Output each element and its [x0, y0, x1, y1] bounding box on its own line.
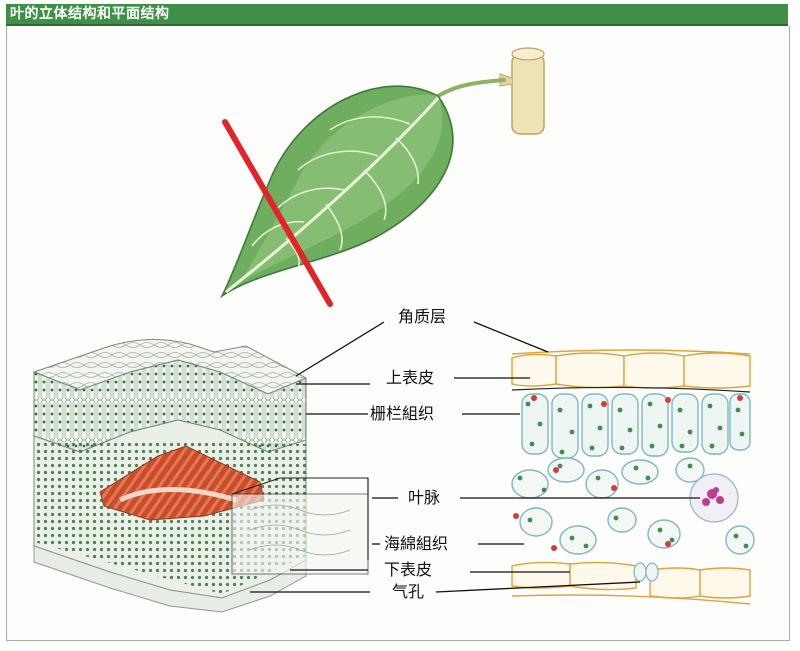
upper-epidermis-cells: [511, 352, 751, 389]
label-palisade: 栅栏組织: [370, 404, 435, 423]
lower-epidermis-cells: [511, 561, 751, 599]
cut-line: [222, 119, 333, 307]
lower-epidermis-block: [33, 545, 307, 613]
palisade-cells: [521, 393, 751, 459]
cuticle-line: [511, 349, 751, 355]
label-spongy: 海綿組织: [384, 534, 449, 553]
label-stoma: 气孔: [392, 582, 425, 601]
title-bar: 叶的立体结构和平面结构: [6, 4, 788, 26]
leaf-illustration: [219, 47, 545, 307]
figure-title: 叶的立体结构和平面结构: [10, 6, 170, 22]
label-vein: 叶脉: [408, 488, 441, 507]
label-cuticle: 角质层: [398, 307, 447, 326]
label-lower-epidermis: 下表皮: [384, 560, 433, 579]
leaf-3d-section: [32, 339, 369, 613]
twig: [511, 53, 545, 135]
midrib: [225, 96, 440, 294]
leaf-cross-section: [511, 349, 755, 605]
petiole: [436, 78, 506, 98]
guard-cells: [633, 562, 659, 582]
label-upper-epidermis: 上表皮: [386, 368, 435, 387]
leader-lines: [250, 321, 700, 593]
